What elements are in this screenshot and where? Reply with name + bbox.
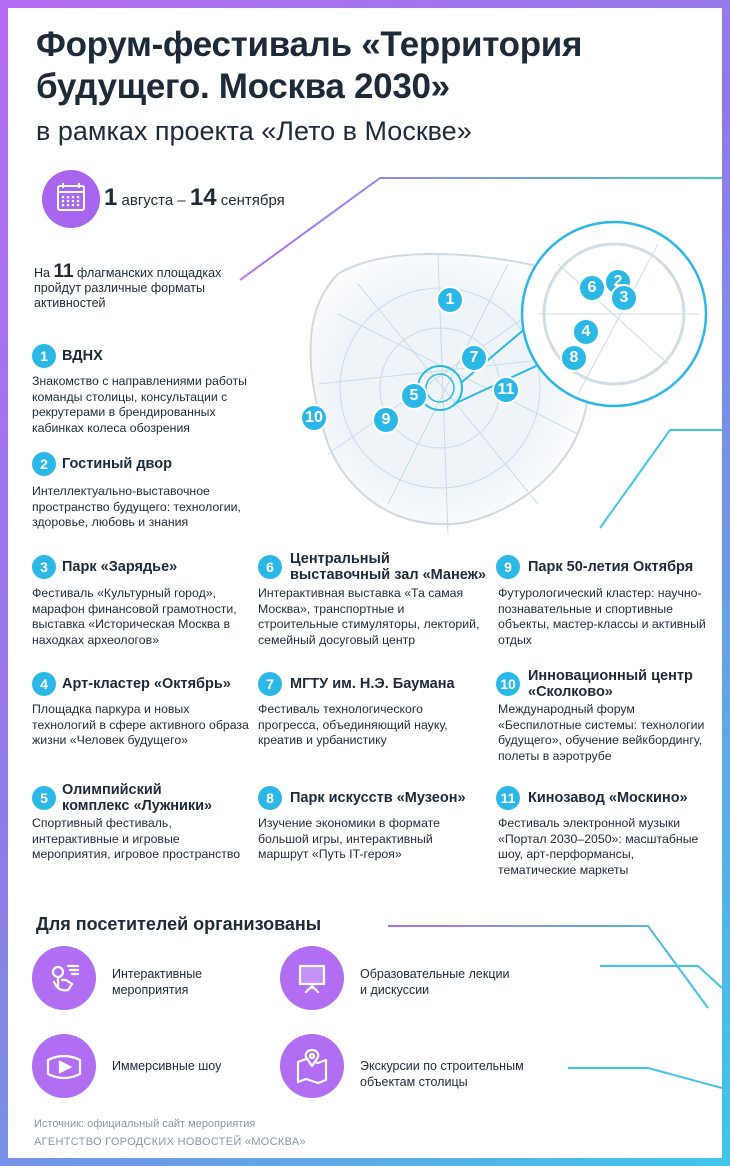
date-start-month: августа – — [117, 192, 190, 209]
touch-icon — [32, 946, 96, 1010]
map-marker-3: 3 — [610, 284, 638, 312]
calendar-icon — [42, 170, 100, 228]
venue-description: Интерактивная выставка «Та самая Москва»… — [258, 586, 480, 647]
venue-number: 6 — [258, 555, 282, 579]
source-note: Источник: официальный сайт мероприятия — [34, 1118, 256, 1130]
agency-credit: АГЕНТСТВО ГОРОДСКИХ НОВОСТЕЙ «МОСКВА» — [34, 1136, 306, 1148]
venue-description: Площадка паркура и новых технологий в сф… — [32, 702, 249, 747]
vr-headset-icon — [32, 1034, 96, 1098]
venue-description: Изучение экономики в формате большой игр… — [258, 816, 440, 861]
venue-number: 9 — [496, 555, 520, 579]
features-title: Для посетителей организованы — [36, 914, 322, 934]
venue-number: 1 — [32, 344, 56, 368]
venue-description: Знакомство с направлениями работы команд… — [32, 374, 247, 435]
feature-label: Экскурсии по строительным объектам столи… — [360, 1059, 524, 1089]
title-line-2: будущего. Москва 2030» — [36, 67, 450, 106]
venue-description: Международный форум «Беспилотные системы… — [498, 702, 705, 763]
venue-name: Олимпийский комплекс «Лужники» — [62, 782, 213, 814]
venue-number: 7 — [258, 672, 282, 696]
venue-number: 8 — [258, 786, 282, 810]
venue-name: Парк 50-летия Октября — [528, 559, 694, 575]
map-marker-4: 4 — [572, 318, 600, 346]
map-marker-8: 8 — [560, 344, 588, 372]
moscow-map — [309, 220, 708, 534]
infographic: Форум-фестиваль «Территория будущего. Мо… — [8, 8, 722, 1158]
venue-name: Парк искусств «Музеон» — [290, 790, 466, 806]
venue-number: 2 — [32, 452, 56, 476]
intro-text: На 11 флагманских площадках пройдут разл… — [34, 261, 222, 310]
venue-name: ВДНХ — [62, 348, 103, 364]
map-marker-1: 1 — [436, 286, 464, 314]
subtitle: в рамках проекта «Лето в Москве» — [36, 116, 472, 146]
venue-number: 11 — [496, 786, 520, 810]
venue-count: 11 — [53, 261, 74, 282]
event-dates: 1 августа – 14 сентября — [104, 184, 285, 212]
venue-description: Фестиваль электронной музыки «Портал 203… — [498, 816, 699, 877]
date-start-day: 1 — [104, 184, 118, 211]
page-title: Форум-фестиваль «Территория будущего. Мо… — [36, 24, 582, 108]
venue-description: Футурологический кластер: научно-познава… — [498, 586, 706, 647]
map-marker-11: 11 — [492, 376, 520, 404]
venue-name: Парк «Зарядье» — [62, 559, 178, 575]
venue-name: Кинозавод «Москино» — [528, 790, 688, 806]
date-end-day: 14 — [189, 184, 217, 211]
date-end-month: сентября — [216, 192, 285, 209]
venue-number: 10 — [496, 672, 520, 696]
venue-name: Гостиный двор — [62, 456, 172, 472]
venue-description: Спортивный фестиваль, интерактивные и иг… — [32, 816, 241, 861]
feature-label: Образовательные лекции и дискуссии — [360, 967, 510, 997]
venue-name: МГТУ им. Н.Э. Баумана — [290, 676, 455, 692]
venue-name: Центральный выставочный зал «Манеж» — [290, 551, 486, 583]
decorative-lines — [239, 177, 722, 1089]
map-marker-5: 5 — [400, 382, 428, 410]
venue-name: Арт-кластер «Октябрь» — [62, 676, 231, 692]
venue-number: 5 — [32, 786, 56, 810]
venue-number: 3 — [32, 555, 56, 579]
map-marker-10: 10 — [300, 404, 328, 432]
map-marker-7: 7 — [460, 344, 488, 372]
map-pin-icon — [280, 1034, 344, 1098]
presentation-board-icon — [280, 946, 344, 1010]
feature-label: Интерактивные мероприятия — [112, 967, 203, 997]
title-line-1: Форум-фестиваль «Территория — [36, 25, 583, 64]
map-marker-9: 9 — [372, 406, 400, 434]
map-marker-6: 6 — [578, 274, 606, 302]
venue-name: Инновационный центр «Сколково» — [528, 668, 693, 700]
venue-description: Фестиваль технологического прогресса, об… — [258, 702, 448, 747]
venue-description: Фестиваль «Культурный город», марафон фи… — [32, 586, 237, 647]
venue-description: Интеллектуально-выставочное пространство… — [32, 484, 241, 529]
feature-label: Иммерсивные шоу — [112, 1059, 222, 1073]
venue-number: 4 — [32, 672, 56, 696]
